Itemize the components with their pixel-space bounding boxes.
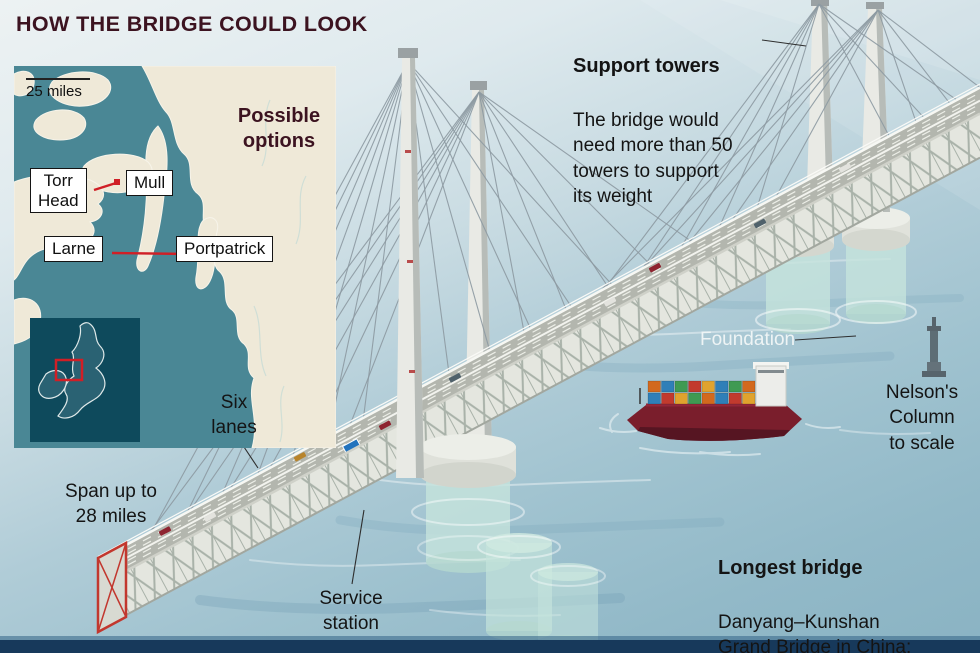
deep-water-band <box>0 636 980 653</box>
service-station-label: Service station <box>319 588 383 635</box>
nelsons-column-figure <box>922 317 946 377</box>
nelsons-column-label: Nelson's Column to scale <box>885 382 959 454</box>
map-scale-label: 25 miles <box>26 83 82 100</box>
page-title: HOW THE BRIDGE COULD LOOK <box>16 12 368 36</box>
support-towers-body: The bridge would need more than 50 tower… <box>573 110 733 207</box>
lane-markings <box>97 92 980 582</box>
longest-bridge-note: Longest bridge Danyang–Kunshan Grand Bri… <box>718 530 970 653</box>
deck-end-cross-section <box>96 540 128 635</box>
vehicles <box>158 163 852 536</box>
container-ship <box>599 362 841 457</box>
inset-map: 25 miles Possible options Torr Head Mull… <box>14 66 336 448</box>
span-label: Span up to 28 miles <box>65 481 157 528</box>
map-label-portpatrick: Portpatrick <box>176 236 274 262</box>
front-tower <box>396 48 424 478</box>
uk-locator-map <box>30 318 140 442</box>
support-towers-title: Support towers <box>573 55 720 78</box>
map-label-torr-head: Torr Head <box>30 168 87 214</box>
lower-foundations <box>477 533 606 653</box>
map-label-mull: Mull <box>126 170 174 196</box>
foundation-label: Foundation <box>700 329 796 350</box>
bridge-deck <box>96 83 980 635</box>
support-towers-note: Support towers The bridge would need mor… <box>573 28 787 234</box>
longest-bridge-title: Longest bridge <box>718 557 863 580</box>
map-label-larne: Larne <box>44 236 104 262</box>
ship-wake <box>599 413 841 457</box>
map-heading: Possible options <box>237 105 321 152</box>
map-scale: 25 miles <box>26 78 90 100</box>
longest-bridge-body: Danyang–Kunshan Grand Bridge in China: 1… <box>718 612 912 653</box>
containers <box>647 380 756 405</box>
locator-highlight-box <box>54 358 84 382</box>
map-scale-line <box>26 78 90 80</box>
six-lanes-label: Six lanes <box>211 392 257 439</box>
